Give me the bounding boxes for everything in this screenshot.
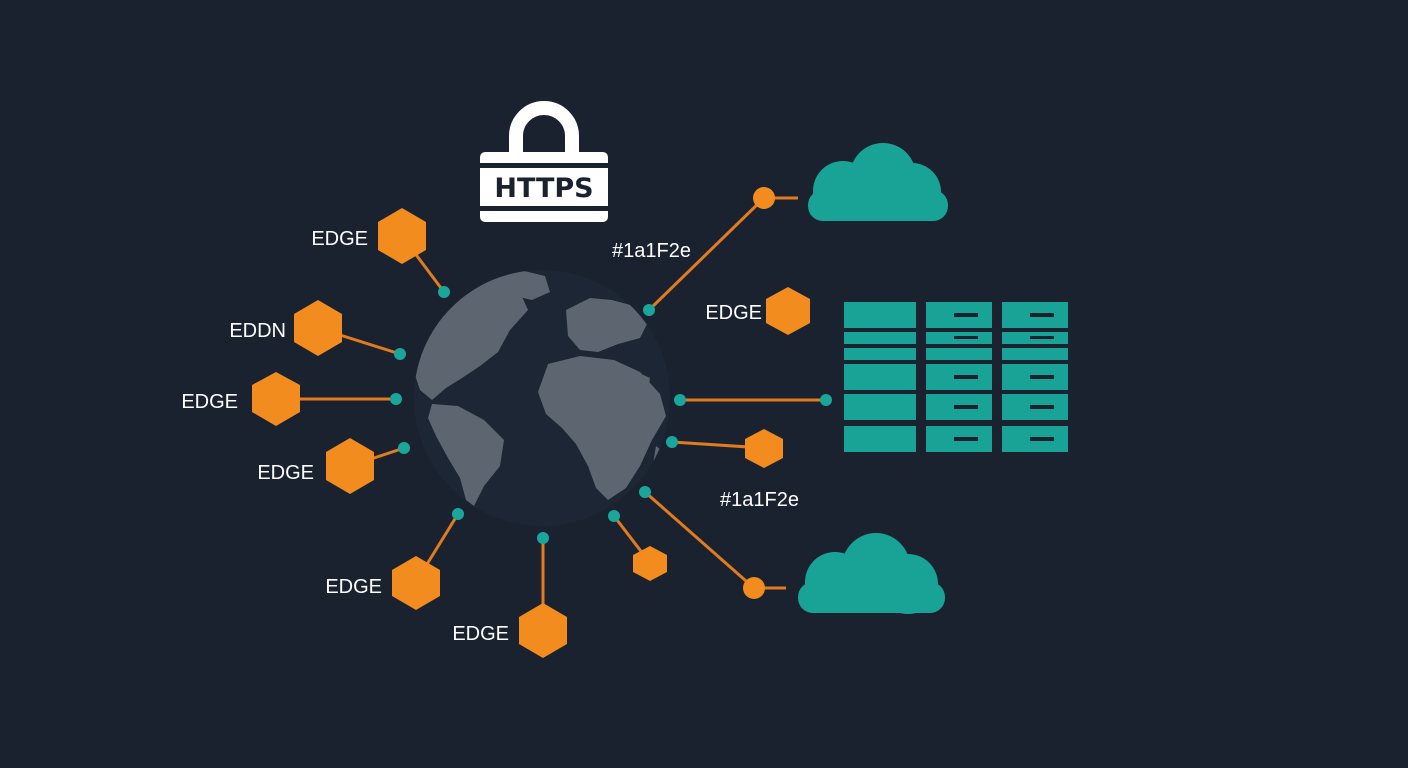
edge-node-hexagon-6	[519, 603, 567, 658]
cloud-icon	[798, 533, 945, 614]
edge-label: EDGE	[705, 302, 762, 324]
edge-node-hexagon-9	[745, 429, 783, 468]
edge-label: EDGE	[257, 462, 314, 484]
edge-node-hexagon-8	[766, 287, 810, 335]
edge-node-hexagon-3	[252, 372, 300, 426]
https-label: HTTPS	[494, 173, 593, 204]
cloud-icon	[808, 143, 948, 221]
edge-node-hexagon-4	[326, 438, 374, 494]
edge-labels: EDGE EDDN EDGE EDGE EDGE EDGE EDGE #1a1F…	[181, 228, 799, 645]
edge-node-hexagon-5	[392, 556, 440, 610]
color-label: #1a1F2e	[720, 489, 799, 511]
endpoint-dots	[390, 286, 832, 544]
edge-node-hexagon-7	[633, 546, 667, 581]
edge-label: EDGE	[181, 391, 238, 413]
edge-label: EDDN	[229, 320, 286, 342]
edge-label: EDGE	[452, 623, 509, 645]
https-lock-icon: HTTPS	[480, 101, 608, 222]
globe-icon	[414, 270, 670, 526]
edge-label: EDGE	[325, 576, 382, 598]
server-rack-icon	[844, 302, 1068, 452]
junction-dot-top	[753, 187, 775, 209]
edge-node-hexagon-2	[294, 300, 342, 356]
edge-node-hexagon-1	[378, 208, 426, 264]
junction-dot-bottom	[743, 577, 765, 599]
edge-label: EDGE	[311, 228, 368, 250]
color-label: #1a1F2e	[612, 240, 691, 262]
